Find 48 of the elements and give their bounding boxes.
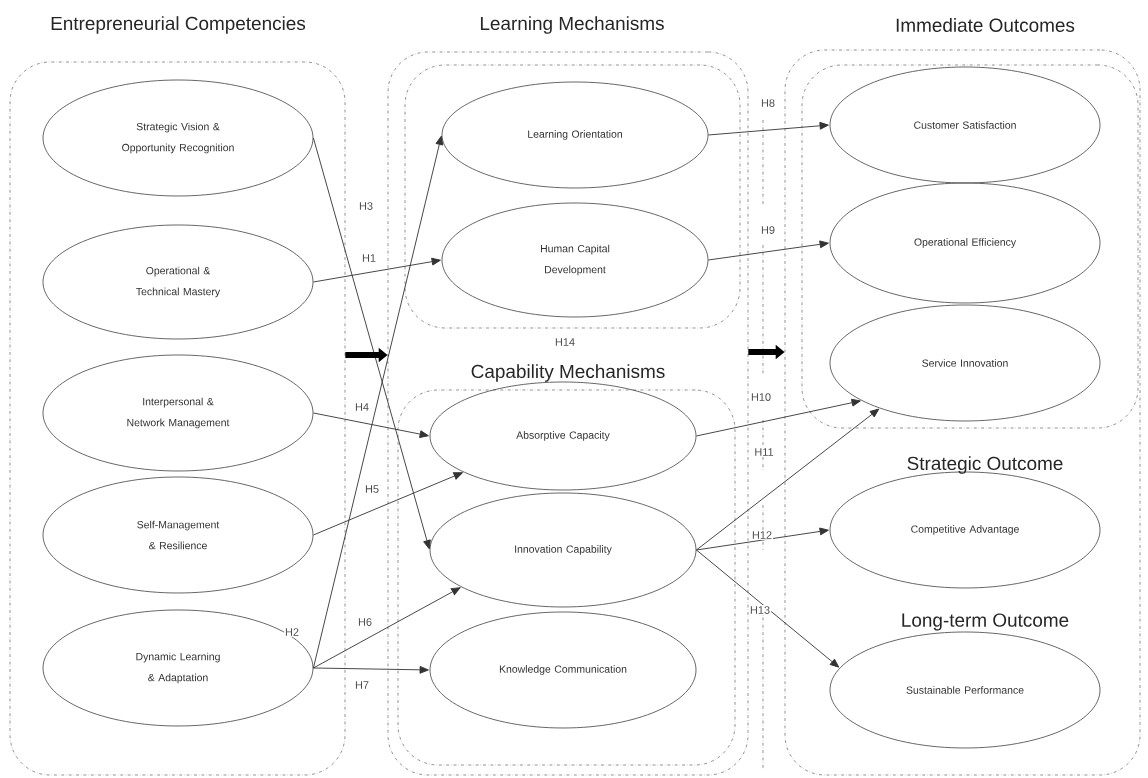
section-heading: Strategic Outcome xyxy=(907,456,1063,474)
edge-label: H2 xyxy=(284,627,300,637)
arrow xyxy=(695,549,840,668)
edge-label: H6 xyxy=(357,617,373,627)
ellipse-node: Knowledge Communication xyxy=(429,611,697,729)
node-label: Learning Mechanisms xyxy=(480,16,664,34)
edge-label: H10 xyxy=(749,392,773,402)
ellipse-node: Learning Orientation xyxy=(441,81,709,189)
edge-label: H11 xyxy=(753,447,775,457)
ellipse-node: Innovation Capability xyxy=(429,492,697,608)
node-label: Capability Mechanisms xyxy=(471,364,665,382)
edge-label: H13 xyxy=(748,605,772,615)
arrow xyxy=(695,527,829,551)
ellipse-node: Absorptive Capacity xyxy=(429,381,697,491)
group-box xyxy=(784,49,1141,776)
edge-label: H1 xyxy=(361,253,377,263)
arrow xyxy=(312,665,429,674)
arrow xyxy=(312,135,444,669)
arrow xyxy=(707,240,829,261)
ellipse-node: Customer Satisfaction xyxy=(829,66,1101,184)
section-heading: Long-term Outcome xyxy=(902,613,1069,631)
arrow xyxy=(707,121,829,136)
edge-label: H9 xyxy=(760,225,776,235)
arrow xyxy=(695,408,880,551)
node-label: Immediate Outcomes xyxy=(896,18,1075,32)
arrow xyxy=(312,137,431,550)
ellipse-node: Sustainable Performance xyxy=(829,631,1101,749)
ellipse-node: Service Innovation xyxy=(829,304,1101,422)
arrow xyxy=(312,587,461,669)
hypothesis-label: H14 xyxy=(553,337,577,347)
edge-label: H5 xyxy=(364,484,380,494)
edge-label: H8 xyxy=(760,98,776,108)
edge-label: H4 xyxy=(354,402,370,412)
arrow xyxy=(695,398,861,437)
node-label: Entrepreneurial Competencies xyxy=(51,16,306,34)
arrow xyxy=(312,257,441,283)
edge-label: H3 xyxy=(358,201,374,211)
group-box xyxy=(387,51,749,776)
ellipse-node: Operational & Technical Mastery xyxy=(42,224,314,340)
edge-label: H7 xyxy=(354,680,370,690)
edge-label: H12 xyxy=(750,530,774,540)
ellipse-node: Self-Management & Resilience xyxy=(42,476,314,594)
ellipse-node: Interpersonal & Network Management xyxy=(42,354,314,472)
ellipse-node: Strategic Vision & Opportunity Recognition xyxy=(42,79,314,197)
ellipse-node: Human Capital Development xyxy=(441,202,709,318)
arrow xyxy=(312,412,429,438)
arrow xyxy=(312,472,463,536)
ellipse-node: Operational Efficiency xyxy=(829,182,1101,304)
